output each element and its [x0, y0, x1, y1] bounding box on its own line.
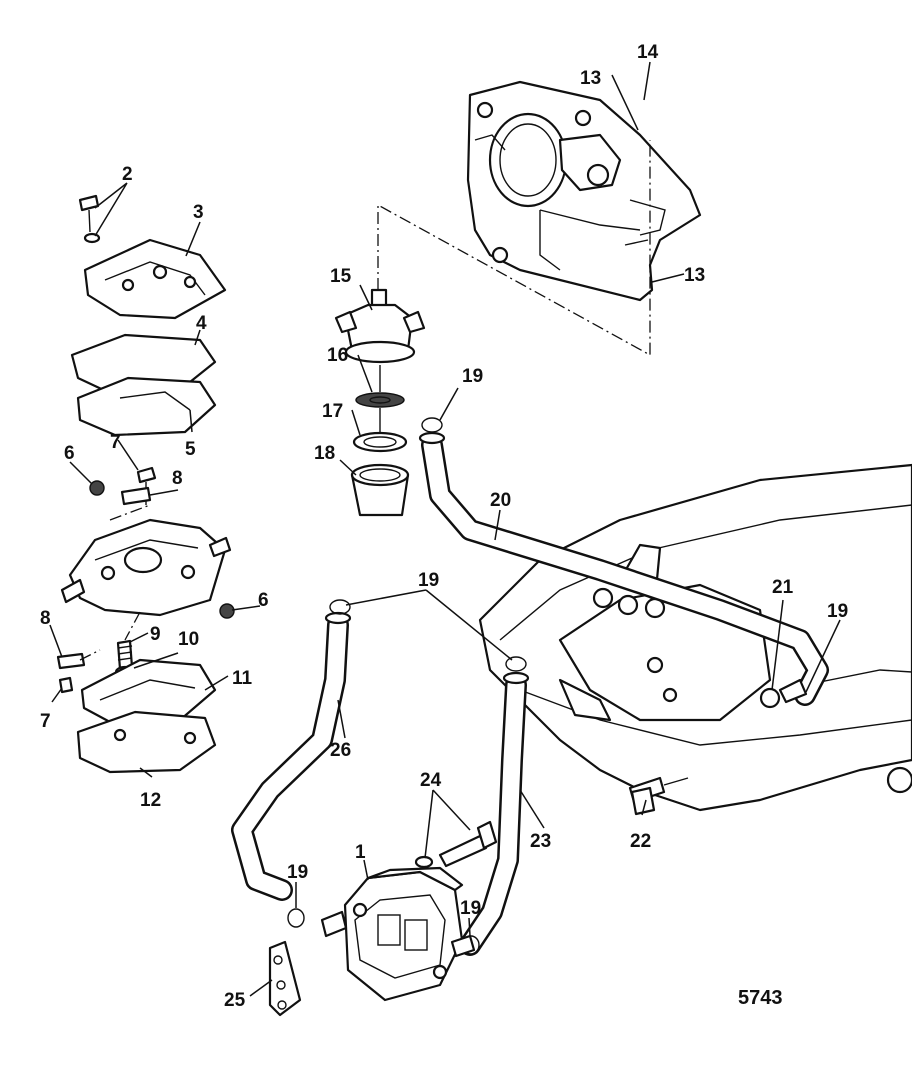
callout-19-right: 19	[827, 601, 848, 622]
callout-1: 1	[355, 842, 366, 863]
callout-10: 10	[178, 629, 199, 650]
leader-lines	[49, 61, 841, 997]
callout-13-lower: 13	[684, 265, 705, 286]
callout-17: 17	[322, 401, 343, 422]
callout-5: 5	[185, 439, 196, 460]
callout-19-pump: 19	[460, 898, 481, 919]
callout-11: 11	[232, 668, 253, 689]
callout-16: 16	[327, 345, 348, 366]
fuel-hoses	[231, 431, 829, 956]
fitting-22	[630, 786, 656, 816]
callout-21: 21	[772, 577, 794, 598]
mounting-bracket	[466, 80, 702, 302]
figure-number: 5743	[738, 987, 783, 1009]
callout-3: 3	[193, 202, 204, 223]
callout-13-upper: 13	[580, 68, 601, 89]
callout-19-left: 19	[287, 862, 308, 883]
callout-25: 25	[224, 990, 246, 1011]
callout-7-upper: 7	[110, 432, 121, 453]
callout-24: 24	[420, 770, 442, 791]
callout-19-filter: 19	[462, 366, 483, 387]
engine-base	[478, 463, 912, 812]
callout-18: 18	[314, 443, 335, 464]
callout-19-hoses: 19	[418, 570, 439, 591]
fuel-pump-cover-stack	[56, 194, 235, 774]
fuel-pump	[268, 820, 498, 1017]
callout-2: 2	[122, 164, 133, 185]
callout-8-lower: 8	[40, 608, 51, 629]
callout-7-lower: 7	[40, 711, 51, 732]
fuel-filter-assembly	[334, 288, 426, 517]
callout-6-lower: 6	[258, 590, 269, 611]
callout-14: 14	[637, 42, 659, 63]
callout-labels: 2 3 4 5 6 7 8 6 8 9 10 11 7 12 13 14 13 …	[40, 42, 848, 1011]
callout-4: 4	[196, 313, 207, 334]
callout-26: 26	[330, 740, 351, 761]
callout-6-upper: 6	[64, 443, 75, 464]
callout-23: 23	[530, 831, 551, 852]
callout-22: 22	[630, 831, 651, 852]
callout-9: 9	[150, 624, 161, 645]
callout-15: 15	[330, 266, 352, 287]
callout-8-upper: 8	[172, 468, 183, 489]
callout-12: 12	[140, 790, 161, 811]
callout-20: 20	[490, 490, 511, 511]
